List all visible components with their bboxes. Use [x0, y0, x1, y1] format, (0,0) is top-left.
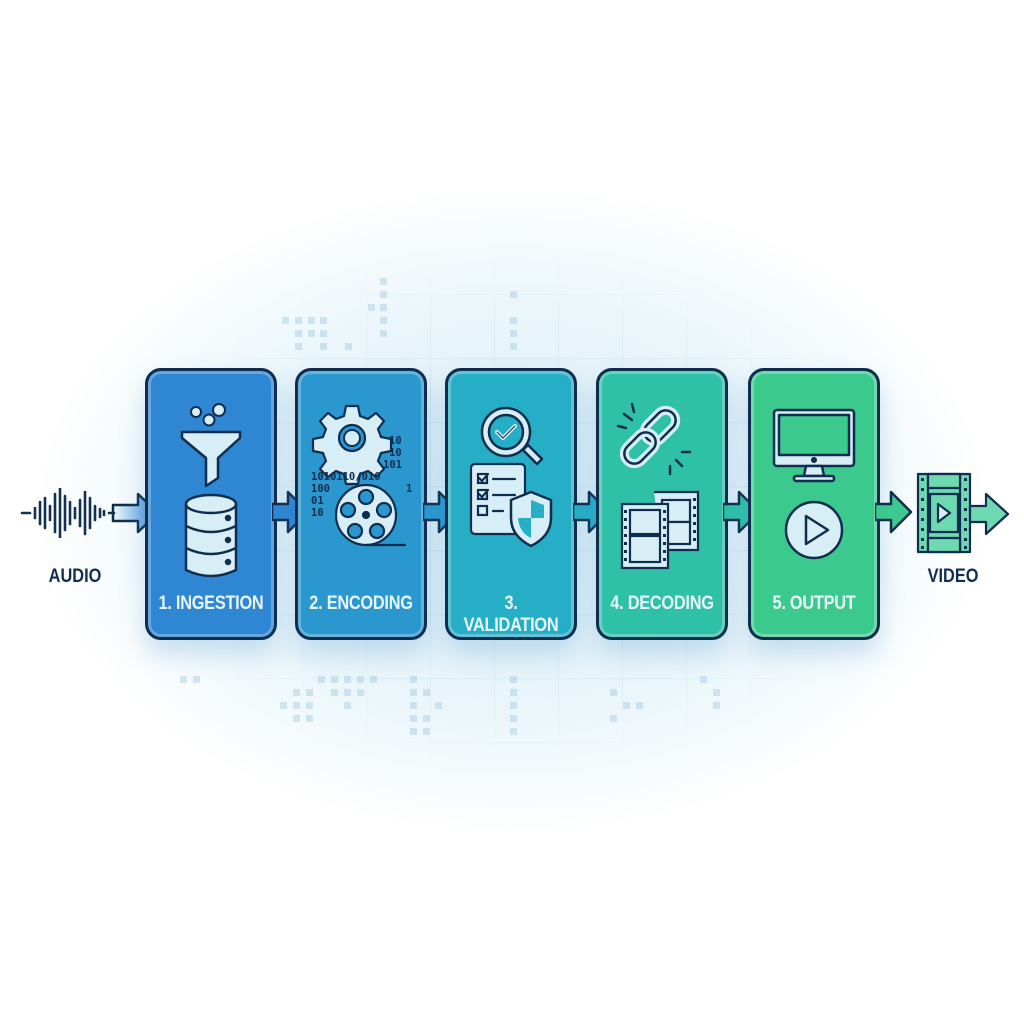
stage-output: 5. OUTPUT — [748, 368, 880, 640]
stage-ingestion: 1. INGESTION — [145, 368, 277, 640]
stage-encoding: 10 10 101 1010110/010 100 1 01 10 2. ENC… — [295, 368, 427, 640]
film-strip-play-icon — [916, 472, 1010, 554]
shield-icon — [509, 490, 553, 548]
svg-text:10: 10 — [389, 447, 402, 459]
audio-waveform-icon — [20, 488, 158, 538]
svg-text:10: 10 — [389, 435, 402, 447]
svg-text:100: 100 — [311, 483, 330, 495]
broken-chain-link-icon — [616, 402, 692, 476]
stage-label: 2. ENCODING — [309, 593, 413, 614]
stage-label: 4. DECODING — [610, 593, 714, 614]
stage-decoding: 4. DECODING — [596, 368, 728, 640]
gear-icon — [311, 404, 393, 486]
film-strips-icon — [620, 490, 700, 570]
svg-text:01: 01 — [311, 495, 324, 507]
binary-digits-icon: 10 10 101 1010110/010 100 1 01 10 — [311, 435, 412, 519]
stage-label: 1. INGESTION — [158, 593, 264, 614]
stage-label: 3. VALIDATION — [463, 593, 559, 636]
svg-text:10: 10 — [311, 507, 324, 519]
stage-validation: 3. VALIDATION — [445, 368, 577, 640]
arrow-connector-icon — [875, 490, 913, 534]
svg-text:101: 101 — [383, 459, 402, 471]
magnifier-check-icon — [480, 406, 544, 466]
database-icon — [184, 493, 238, 578]
stage-label: 5. OUTPUT — [772, 593, 856, 614]
monitor-icon — [772, 408, 856, 483]
play-button-icon — [784, 500, 844, 560]
svg-text:1010110/010: 1010110/010 — [311, 471, 381, 483]
video-label: VIDEO — [927, 566, 979, 587]
svg-text:1: 1 — [406, 483, 412, 495]
audio-label: AUDIO — [48, 566, 102, 587]
funnel-icon — [180, 403, 242, 488]
film-reel-icon — [334, 483, 406, 547]
